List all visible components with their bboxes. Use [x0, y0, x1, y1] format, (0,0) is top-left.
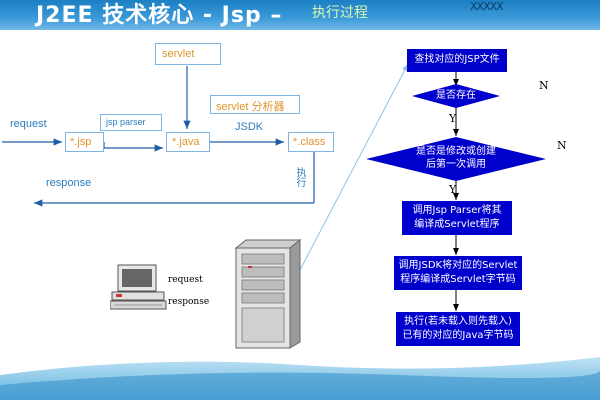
java-box: *.java [166, 132, 210, 152]
servlet-box-label: servlet [162, 48, 195, 60]
request-label: request [10, 118, 47, 130]
decision-modified-label-1: 是否是修改或创建 [416, 146, 496, 157]
footer-wave [0, 357, 600, 400]
jsdk-label: JSDK [235, 121, 264, 133]
servlet-box: servlet [155, 43, 221, 65]
jsp-box-label: *.jsp [70, 136, 92, 148]
no-label-2: N [557, 139, 567, 152]
find-jsp-box: 查找对应的JSP文件 [407, 49, 507, 72]
response-label: response [46, 177, 92, 189]
find-jsp-label: 查找对应的JSP文件 [414, 54, 500, 65]
jsp-parser-box: jsp parser [100, 114, 162, 131]
yes-label-1: Y [449, 112, 457, 125]
java-box-label: *.java [172, 136, 200, 148]
servlet-analyzer-label: servlet 分析器 [216, 101, 285, 113]
computer-request-label: request [168, 275, 203, 285]
decision-exists-label: 是否存在 [436, 90, 476, 101]
server-icon [234, 238, 302, 349]
server-to-flowchart-pointer [299, 63, 409, 271]
jsp-box: *.jsp [65, 132, 104, 152]
compile-bytecode-label-1: 调用JSDK将对应的Servlet [398, 260, 518, 271]
desktop-computer-icon [110, 264, 167, 310]
page-title: J2EE 技术核心 - Jsp – [36, 3, 283, 28]
compile-servlet-box: 调用Jsp Parser将其 编译成Servlet程序 [402, 201, 512, 235]
jsp-to-java-arrow [103, 142, 163, 152]
compile-servlet-label-2: 编译成Servlet程序 [414, 219, 500, 230]
jsp-parser-label: jsp parser [106, 117, 146, 127]
compile-servlet-label-1: 调用Jsp Parser将其 [412, 205, 502, 216]
execute-label: 执行 [294, 167, 305, 187]
yes-label-2: Y [449, 183, 457, 196]
decision-exists-diamond [412, 84, 500, 108]
class-box-label: *.class [293, 136, 326, 148]
class-box: *.class [288, 132, 334, 152]
execute-bytecode-label-2: 已有的对应的Java字节码 [402, 330, 514, 341]
decision-modified-label-2: 后第一次调用 [426, 159, 486, 170]
logo: XXXXX [470, 0, 504, 13]
compile-bytecode-label-2: 程序编译成Servlet字节码 [400, 274, 516, 285]
compile-bytecode-box: 调用JSDK将对应的Servlet 程序编译成Servlet字节码 [394, 256, 522, 290]
execute-bytecode-box: 执行(若未载入则先载入) 已有的对应的Java字节码 [396, 312, 520, 346]
page-subtitle: 执行过程 [312, 5, 368, 21]
servlet-analyzer-box: servlet 分析器 [210, 95, 300, 114]
execute-bytecode-label-1: 执行(若未载入则先载入) [404, 316, 512, 327]
header-bar: J2EE 技术核心 - Jsp – 执行过程 XXXXX [0, 0, 600, 30]
no-label-1: N [539, 79, 549, 92]
computer-response-label: response [168, 297, 210, 307]
decision-modified-diamond [366, 137, 546, 181]
